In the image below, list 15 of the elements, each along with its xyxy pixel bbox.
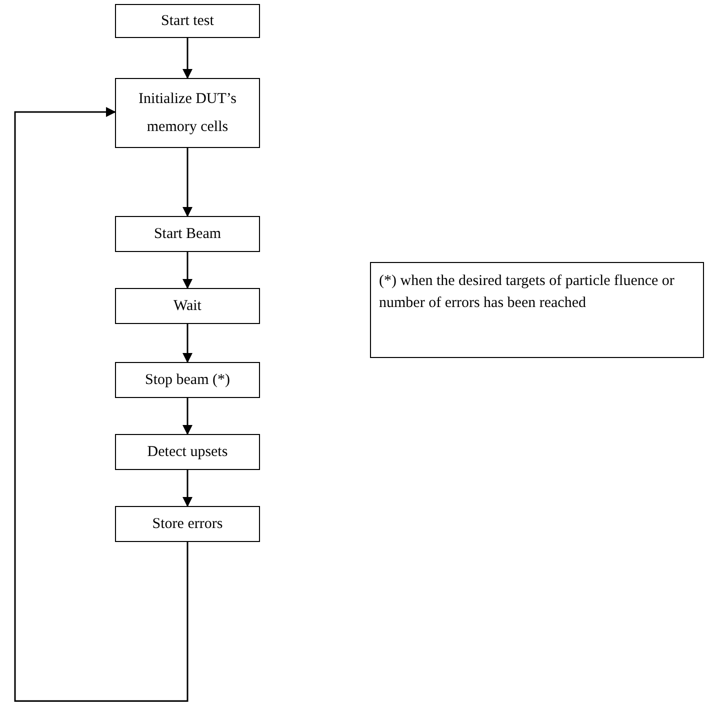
process-box: Initialize DUT’s memory cells <box>115 78 260 148</box>
process-box: Stop beam (*) <box>115 362 260 398</box>
arrow <box>182 252 192 289</box>
note-box: (*) when the desired targets of particle fluence or number of errors has been reached <box>370 262 704 358</box>
process-box: Start Beam <box>115 216 260 252</box>
arrow <box>182 470 192 507</box>
process-box: Wait <box>115 288 260 324</box>
arrow <box>14 107 188 702</box>
arrow <box>182 38 192 79</box>
arrow <box>182 324 192 363</box>
process-box: Detect upsets <box>115 434 260 470</box>
process-box: Start test <box>115 4 260 38</box>
arrow <box>182 148 192 217</box>
process-box: Store errors <box>115 506 260 542</box>
arrow <box>182 398 192 435</box>
